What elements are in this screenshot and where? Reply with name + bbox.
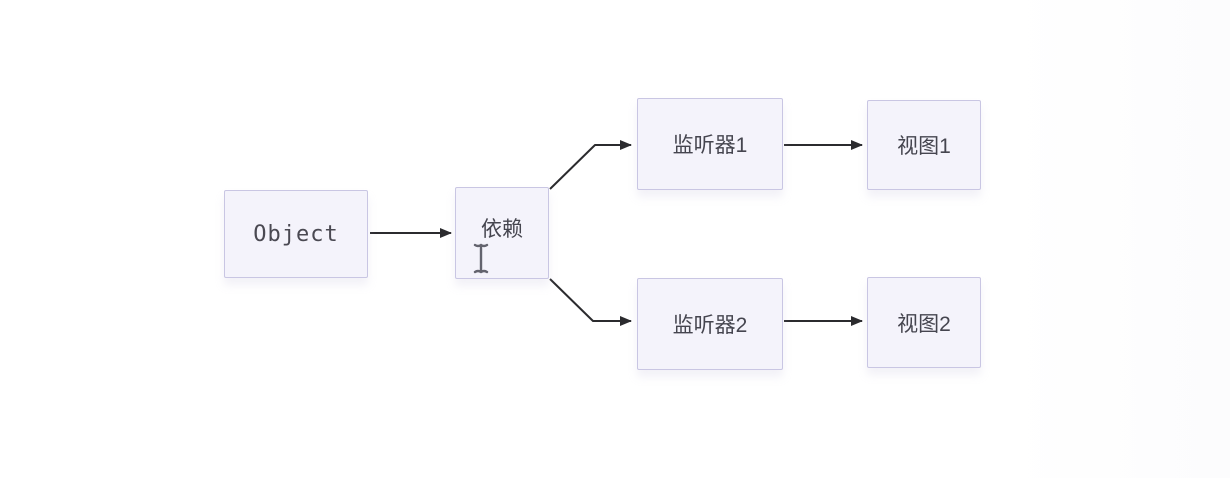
arrow-dependency-to-listener2 xyxy=(549,278,632,326)
node-listener1[interactable]: 监听器1 xyxy=(637,98,783,190)
node-view2[interactable]: 视图2 xyxy=(867,277,981,368)
node-dependency[interactable]: 依赖 xyxy=(455,187,549,279)
node-listener2-label: 监听器2 xyxy=(672,314,748,337)
node-view1-label: 视图1 xyxy=(897,135,951,158)
node-dependency-label: 依赖 xyxy=(481,218,523,241)
node-view2-label: 视图2 xyxy=(897,312,951,336)
node-view1[interactable]: 视图1 xyxy=(867,100,981,190)
node-object[interactable]: Object xyxy=(224,190,368,278)
node-listener2[interactable]: 监听器2 xyxy=(637,278,783,370)
arrow-dependency-to-listener1 xyxy=(549,140,632,190)
node-object-label: Object xyxy=(253,221,339,247)
node-listener1-label: 监听器1 xyxy=(672,134,748,157)
